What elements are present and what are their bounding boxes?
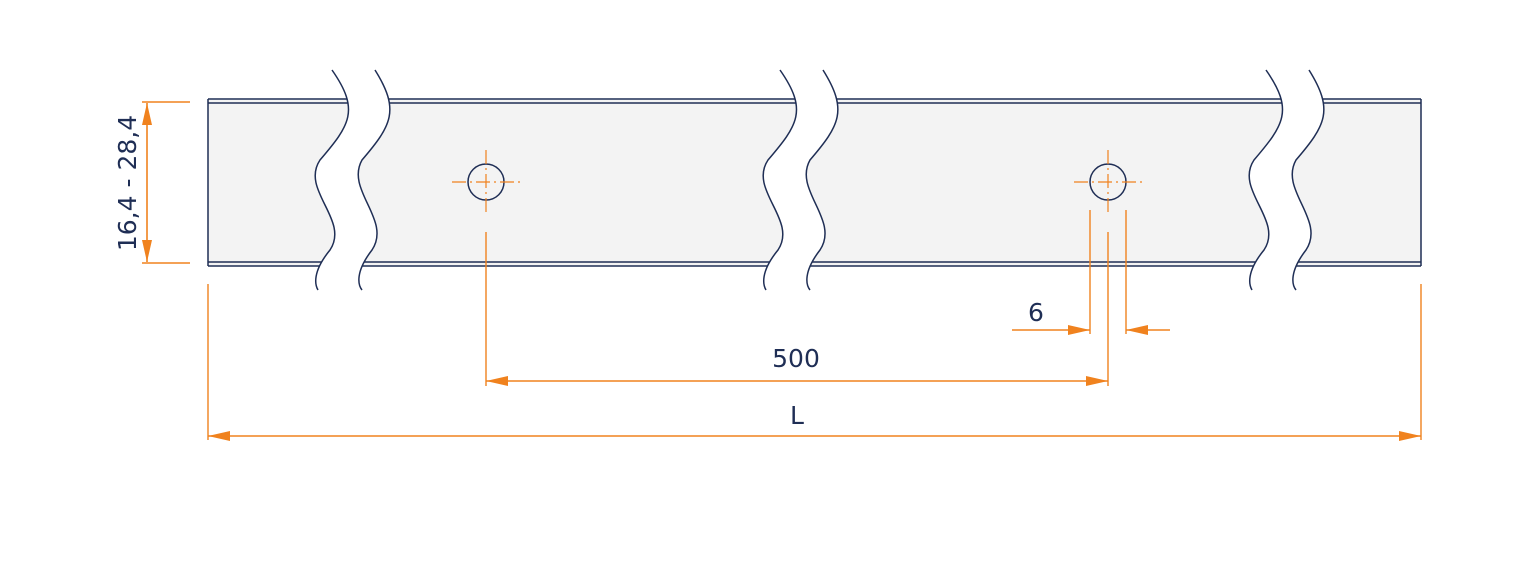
height-arrow-top (142, 103, 152, 125)
spacing-arrow-right (1086, 376, 1108, 386)
hole-diameter-dimension: 6 (1012, 210, 1170, 335)
hole-left (452, 150, 520, 214)
length-arrow-right (1399, 431, 1421, 441)
break-symbol-1 (314, 69, 391, 291)
break-line-right (1291, 69, 1325, 291)
total-length-label: L (790, 401, 804, 430)
break-line-left (314, 69, 350, 291)
hole-spacing-label: 500 (772, 344, 820, 373)
break-line-left (762, 69, 798, 291)
break-line-left (1248, 69, 1284, 291)
spacing-arrow-left (486, 376, 508, 386)
hole-spacing-dimension: 500 (485, 232, 1109, 386)
hole-right (1074, 150, 1142, 214)
break-line-right (805, 69, 839, 291)
break-symbol-3 (1248, 69, 1325, 291)
hole-diameter-label: 6 (1028, 298, 1044, 327)
break-symbol-2 (762, 69, 839, 291)
diameter-arrow-left (1068, 325, 1090, 335)
total-length-dimension: L (207, 284, 1422, 441)
break-line-right (357, 69, 391, 291)
height-arrow-bottom (142, 240, 152, 262)
height-dimension: 16,4 - 28,4 (113, 101, 190, 264)
height-range-label: 16,4 - 28,4 (113, 115, 142, 251)
diameter-arrow-right (1126, 325, 1148, 335)
length-arrow-left (208, 431, 230, 441)
